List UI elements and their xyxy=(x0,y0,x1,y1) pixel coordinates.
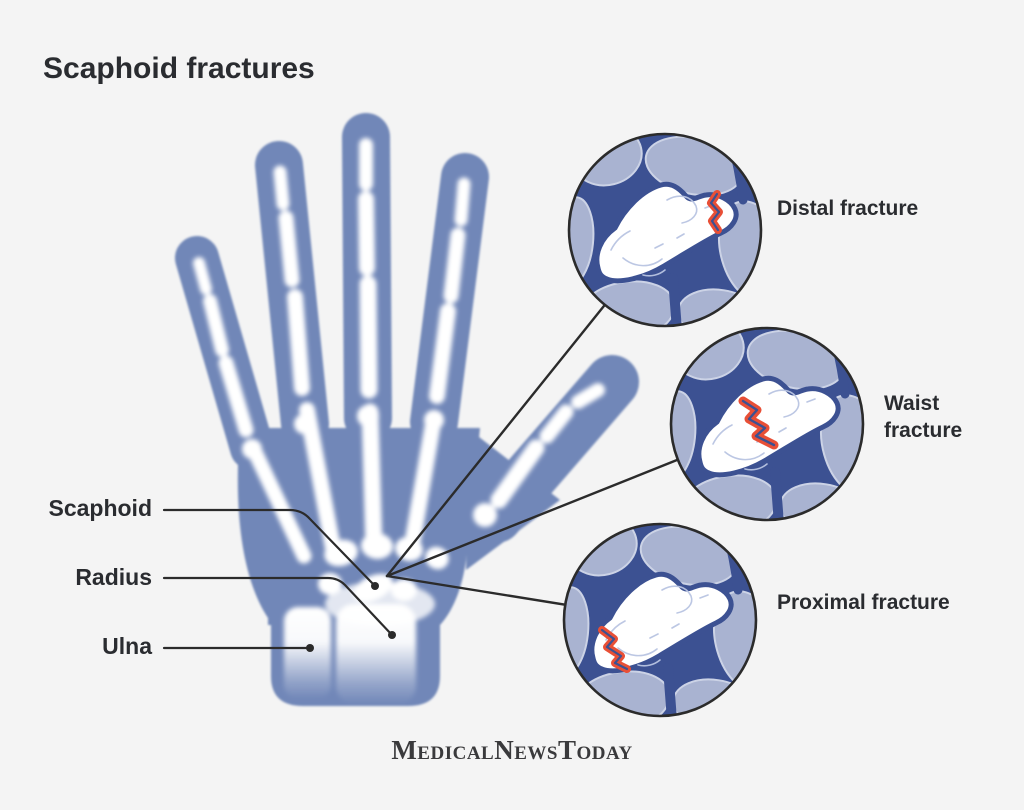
radius-bone xyxy=(336,604,416,704)
distal-fracture-inset xyxy=(546,119,798,348)
proximal-fracture-inset xyxy=(541,509,793,738)
distal-fracture-mark xyxy=(707,190,723,234)
scaphoid-pointer-line xyxy=(162,508,377,588)
proximal-fracture-mark xyxy=(598,626,631,673)
radius-pointer-dot xyxy=(388,631,396,639)
ulna-bone xyxy=(284,607,331,699)
label-distal-fracture: Distal fracture xyxy=(777,197,919,220)
label-proximal-fracture: Proximal fracture xyxy=(777,591,950,614)
waist-fracture-mark xyxy=(738,396,779,450)
label-pointer-lines xyxy=(162,508,396,652)
scaphoid-pointer-dot xyxy=(371,582,379,590)
radius-pointer-line xyxy=(162,576,394,637)
label-radius: Radius xyxy=(75,564,152,590)
page-title: Scaphoid fractures xyxy=(43,52,315,85)
label-ulna: Ulna xyxy=(102,633,152,659)
hand-bones xyxy=(193,138,605,704)
ulna-pointer-dot xyxy=(306,644,314,652)
label-scaphoid: Scaphoid xyxy=(48,495,152,521)
hand-xray-illustration xyxy=(175,113,639,706)
medical-news-today-logo: MedicalNewsToday xyxy=(391,735,633,765)
waist-fracture-inset xyxy=(648,313,900,542)
label-waist-fracture: Waist fracture xyxy=(884,392,963,442)
